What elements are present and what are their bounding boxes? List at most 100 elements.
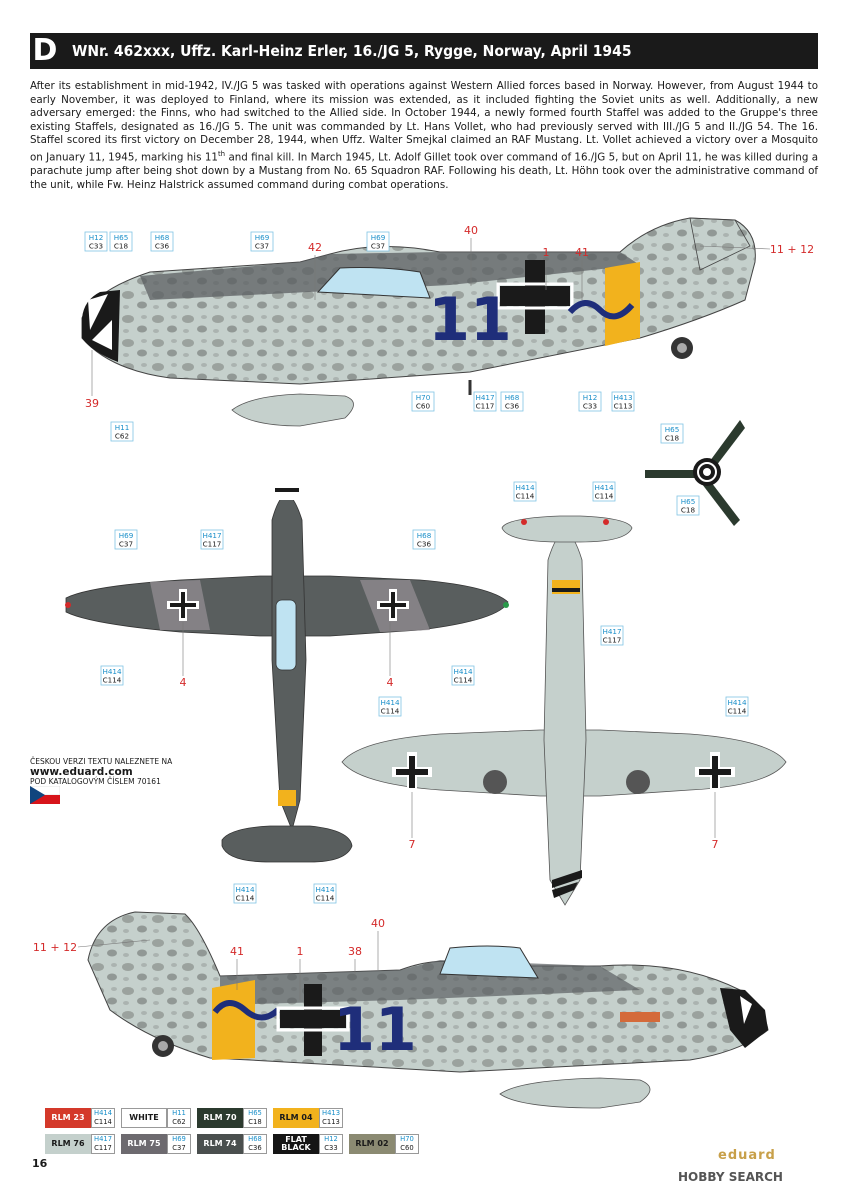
decal-4-right: 4 [387, 676, 394, 689]
humbrol-code: H414 [453, 667, 473, 676]
gunze-code: C114 [516, 492, 535, 501]
gunze-code: C33 [583, 402, 597, 411]
humbrol-code: H413 [613, 393, 632, 402]
history-paragraph: After its establishment in mid-1942, IV.… [30, 80, 818, 191]
gunze-code: C60 [416, 402, 431, 411]
gunze-code: C18 [114, 242, 129, 251]
humbrol-code: H12 [583, 393, 598, 402]
humbrol-code: H69 [255, 233, 270, 242]
swatch-name: RLM 76 [45, 1134, 91, 1154]
decal-39: 39 [85, 397, 99, 410]
humbrol-code: H12 [89, 233, 104, 242]
gunze-code: C62 [115, 432, 129, 441]
eduard-url[interactable]: www.eduard.com [30, 766, 133, 778]
decal-38: 38 [348, 945, 362, 958]
humbrol-code: H69 [119, 531, 134, 540]
decal-11-12-top: 11 + 12 [770, 243, 814, 256]
humbrol-code: H65 [114, 233, 129, 242]
decal-7-left: 7 [409, 838, 416, 851]
humbrol-code: H414 [380, 698, 400, 707]
czech-note: ČESKOU VERZI TEXTU NALEZNETE NA www.edua… [30, 757, 260, 787]
gunze-code: C18 [681, 506, 696, 515]
side-view-left: 11 [81, 217, 756, 427]
gunze-code: C114 [103, 676, 122, 685]
humbrol-code: H417 [475, 393, 494, 402]
czech-flag-icon [30, 786, 60, 804]
gunze-code: C37 [255, 242, 269, 251]
bottom-view [341, 515, 787, 906]
humbrol-code: H414 [727, 698, 747, 707]
humbrol-code: H68 [505, 393, 520, 402]
swatch-name: RLM 75 [121, 1134, 167, 1154]
humbrol-code: H414 [594, 483, 614, 492]
code-11-side-top: 11 [428, 285, 512, 355]
humbrol-code: H65 [681, 497, 696, 506]
gunze-code: C114 [316, 894, 335, 903]
swatch-name: RLM 74 [197, 1134, 243, 1154]
propeller [645, 420, 745, 526]
gunze-code: C114 [236, 894, 255, 903]
humbrol-code: H414 [235, 885, 255, 894]
decal-numbers: 40 42 1 41 11 + 12 39 4 4 7 7 40 11 + 12… [33, 224, 814, 958]
humbrol-code: H414 [102, 667, 122, 676]
decal-1-top: 1 [543, 246, 550, 259]
swatch-name: FLAT BLACK [273, 1134, 319, 1154]
humbrol-code: H417 [202, 531, 221, 540]
side-view-right: 11 [87, 911, 769, 1109]
humbrol-code: H414 [315, 885, 335, 894]
gunze-code: C117 [603, 636, 622, 645]
leader-lines [77, 238, 771, 1000]
gunze-code: C114 [381, 707, 400, 716]
watermark: HOBBY SEARCH [678, 1170, 783, 1184]
gunze-code: C114 [454, 676, 473, 685]
humbrol-code: H68 [155, 233, 170, 242]
gunze-code: C117 [203, 540, 222, 549]
gunze-code: C36 [155, 242, 170, 251]
humbrol-code: H69 [371, 233, 386, 242]
profile-header: D WNr. 462xxx, Uffz. Karl-Heinz Erler, 1… [30, 33, 818, 69]
eduard-logo: eduard [718, 1148, 776, 1163]
humbrol-code: H11 [115, 423, 130, 432]
code-11-side-bottom: 11 [333, 995, 417, 1065]
decal-42: 42 [308, 241, 322, 254]
color-callouts: H12C33H65C18H68C36H69C37H69C37H11C62H70C… [84, 231, 749, 904]
gunze-code: C114 [595, 492, 614, 501]
gunze-code: C37 [119, 540, 133, 549]
swatch-name: WHITE [121, 1108, 167, 1128]
